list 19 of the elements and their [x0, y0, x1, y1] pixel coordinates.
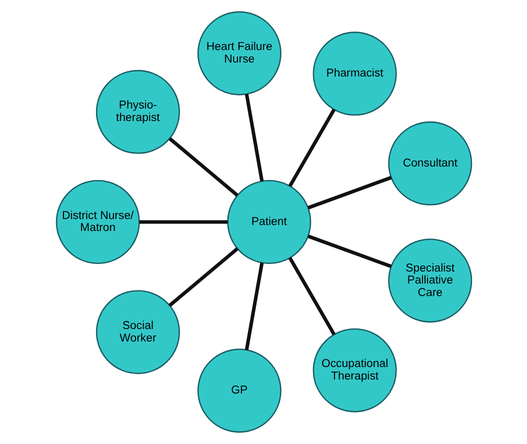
connector — [307, 176, 392, 210]
node-circle: Social Worker — [95, 290, 180, 374]
connector — [168, 137, 238, 197]
node-circle: GP — [196, 348, 281, 433]
connector — [244, 94, 264, 182]
node-circle: Heart Failure Nurse — [196, 11, 281, 96]
connector — [288, 257, 336, 336]
node-circle: Physio- therapist — [95, 70, 180, 154]
connector — [288, 108, 336, 187]
connector — [307, 234, 392, 268]
node-circle: District Nurse/ Matron — [55, 180, 140, 264]
node-circle: Patient — [226, 180, 311, 264]
connector — [138, 220, 228, 224]
connector — [244, 262, 264, 350]
node-circle: Specialist Palliative Care — [388, 238, 472, 323]
connector — [168, 247, 238, 307]
node-circle: Pharmacist — [312, 32, 396, 116]
node-circle: Consultant — [388, 121, 472, 206]
node-circle: Occupational Therapist — [312, 328, 396, 412]
